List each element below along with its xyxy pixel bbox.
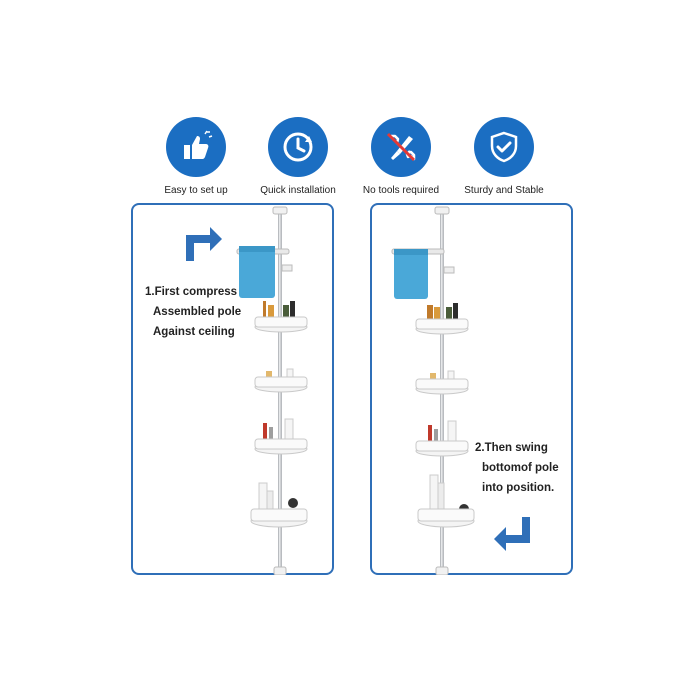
step-2-panel: 2.Then swing bottomof pole into position… bbox=[370, 203, 573, 575]
feature-label: Sturdy and Stable bbox=[464, 185, 544, 196]
step-1-panel: 1.First compress Assembled pole Against … bbox=[131, 203, 334, 575]
shield-check-icon bbox=[474, 117, 534, 177]
arrow-right-icon bbox=[186, 227, 222, 261]
step-1-text: 1.First compress Assembled pole Against … bbox=[145, 282, 241, 342]
feature-easy-setup: Easy to set up bbox=[136, 117, 256, 196]
caddy-illustration-left bbox=[186, 206, 308, 575]
step-2-line: 2.Then swing bbox=[475, 442, 548, 454]
step-2-line: bottomof pole bbox=[482, 462, 559, 474]
feature-label: No tools required bbox=[362, 185, 440, 196]
shelf-4 bbox=[417, 474, 475, 528]
caddy-illustration-right bbox=[391, 206, 530, 575]
thumbs-up-icon bbox=[166, 117, 226, 177]
feature-sturdy-stable: Sturdy and Stable bbox=[444, 117, 564, 196]
step-2-text: 2.Then swing bottomof pole into position… bbox=[475, 438, 559, 498]
clock-icon bbox=[268, 117, 328, 177]
step-1-line: Against ceiling bbox=[153, 326, 235, 338]
feature-label: Easy to set up bbox=[164, 185, 228, 196]
feature-label: Quick installation bbox=[260, 185, 336, 196]
shelf-2 bbox=[415, 370, 469, 395]
shelf-3 bbox=[254, 418, 308, 455]
step-2-line: into position. bbox=[482, 482, 555, 494]
shelf-4 bbox=[250, 482, 308, 528]
step-1-line: Assembled pole bbox=[153, 306, 242, 318]
feature-no-tools: No tools required bbox=[341, 117, 461, 196]
shelf-2 bbox=[254, 368, 308, 393]
shelf-3 bbox=[415, 420, 469, 457]
feature-quick-installation: Quick installation bbox=[238, 117, 358, 196]
shelf-1 bbox=[415, 303, 469, 335]
shelf-1 bbox=[254, 301, 308, 333]
no-tools-icon bbox=[371, 117, 431, 177]
arrow-down-left-icon bbox=[494, 517, 530, 551]
step-1-line: 1.First compress bbox=[145, 286, 238, 298]
